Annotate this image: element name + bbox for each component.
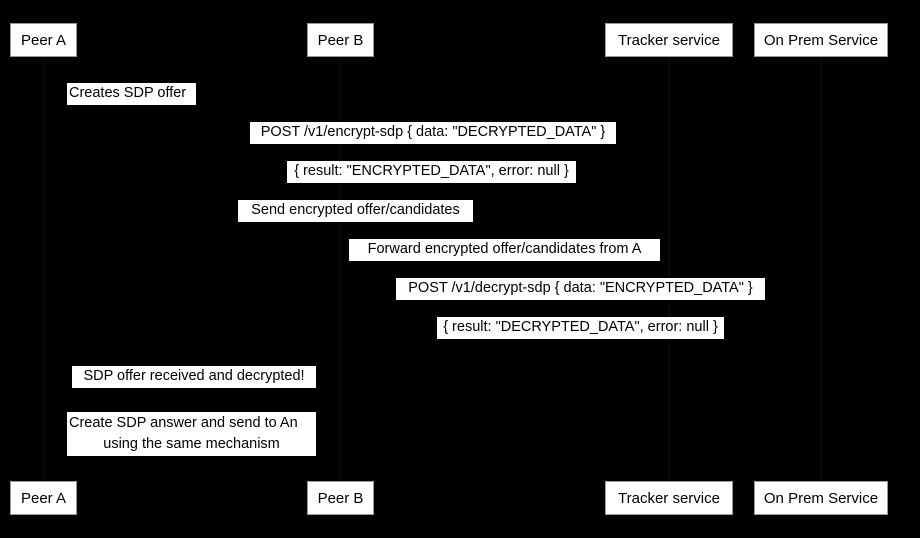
message-create-sdp-answer-line1: Create SDP answer and send to An xyxy=(69,415,298,431)
participant-on-prem-service-bottom[interactable]: On Prem Service xyxy=(754,481,888,515)
message-post-encrypt-sdp: POST /v1/encrypt-sdp { data: "DECRYPTED_… xyxy=(250,122,616,144)
participant-on-prem-service-top[interactable]: On Prem Service xyxy=(754,23,888,57)
message-forward-encrypted-offer: Forward encrypted offer/candidates from … xyxy=(349,239,660,261)
participant-peer-b-bottom[interactable]: Peer B xyxy=(307,481,374,515)
lifeline-tracker-service xyxy=(669,57,670,481)
participant-peer-a-bottom[interactable]: Peer A xyxy=(10,481,77,515)
lifeline-on-prem-service xyxy=(821,57,822,481)
message-sdp-offer-received: SDP offer received and decrypted! xyxy=(72,366,316,388)
message-create-sdp-answer-line2: using the same mechanism xyxy=(103,436,280,452)
message-result-decrypted-data: { result: "DECRYPTED_DATA", error: null … xyxy=(437,317,724,339)
message-post-decrypt-sdp: POST /v1/decrypt-sdp { data: "ENCRYPTED_… xyxy=(396,278,765,300)
participant-peer-b-top[interactable]: Peer B xyxy=(307,23,374,57)
message-send-encrypted-offer: Send encrypted offer/candidates xyxy=(238,200,473,222)
lifeline-peer-b xyxy=(340,57,341,481)
participant-peer-a-top[interactable]: Peer A xyxy=(10,23,77,57)
participant-tracker-service-bottom[interactable]: Tracker service xyxy=(605,481,733,515)
message-creates-sdp-offer: Creates SDP offer xyxy=(67,83,196,105)
participant-tracker-service-top[interactable]: Tracker service xyxy=(605,23,733,57)
message-create-sdp-answer: Create SDP answer and send to An using t… xyxy=(67,412,316,456)
message-result-encrypted-data: { result: "ENCRYPTED_DATA", error: null … xyxy=(287,161,576,183)
lifeline-peer-a xyxy=(43,57,44,481)
